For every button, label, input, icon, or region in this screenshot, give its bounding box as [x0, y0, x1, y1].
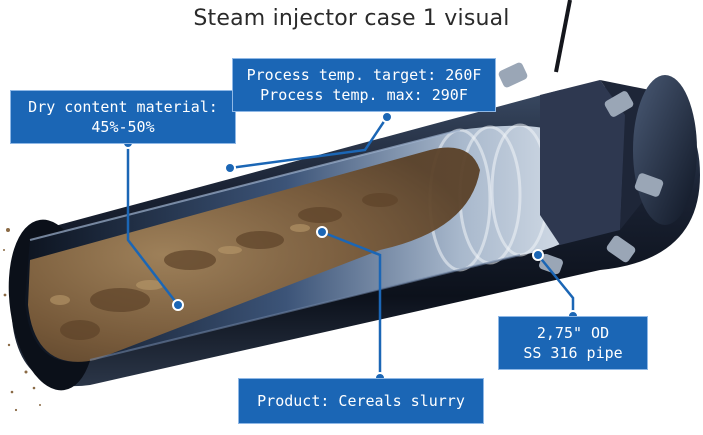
callout-process-temp: Process temp. target: 260F Process temp.…	[232, 58, 496, 112]
callout-pipe-spec-line2: SS 316 pipe	[523, 344, 623, 362]
callout-dry-content: Dry content material: 45%-50%	[10, 90, 236, 144]
marker-product-point	[316, 226, 328, 238]
callout-process-temp-line2: Process temp. max: 290F	[260, 86, 468, 104]
callout-dry-content-line1: Dry content material:	[28, 98, 218, 116]
callout-product-line1: Product: Cereals slurry	[257, 392, 465, 410]
marker-temp-anchor	[381, 111, 393, 123]
callout-pipe-spec: 2,75" OD SS 316 pipe	[498, 316, 648, 370]
leader-lines	[126, 116, 575, 378]
steam-nozzles	[498, 62, 664, 275]
marker-pipe-point	[532, 249, 544, 261]
marker-temp-point	[224, 162, 236, 174]
callout-dry-content-line2: 45%-50%	[91, 118, 155, 136]
page-title: Steam injector case 1 visual	[193, 6, 510, 31]
marker-dry-content-point	[172, 299, 184, 311]
callout-product: Product: Cereals slurry	[238, 378, 484, 424]
callout-pipe-spec-line1: 2,75" OD	[536, 324, 610, 342]
callout-process-temp-line1: Process temp. target: 260F	[246, 66, 482, 84]
